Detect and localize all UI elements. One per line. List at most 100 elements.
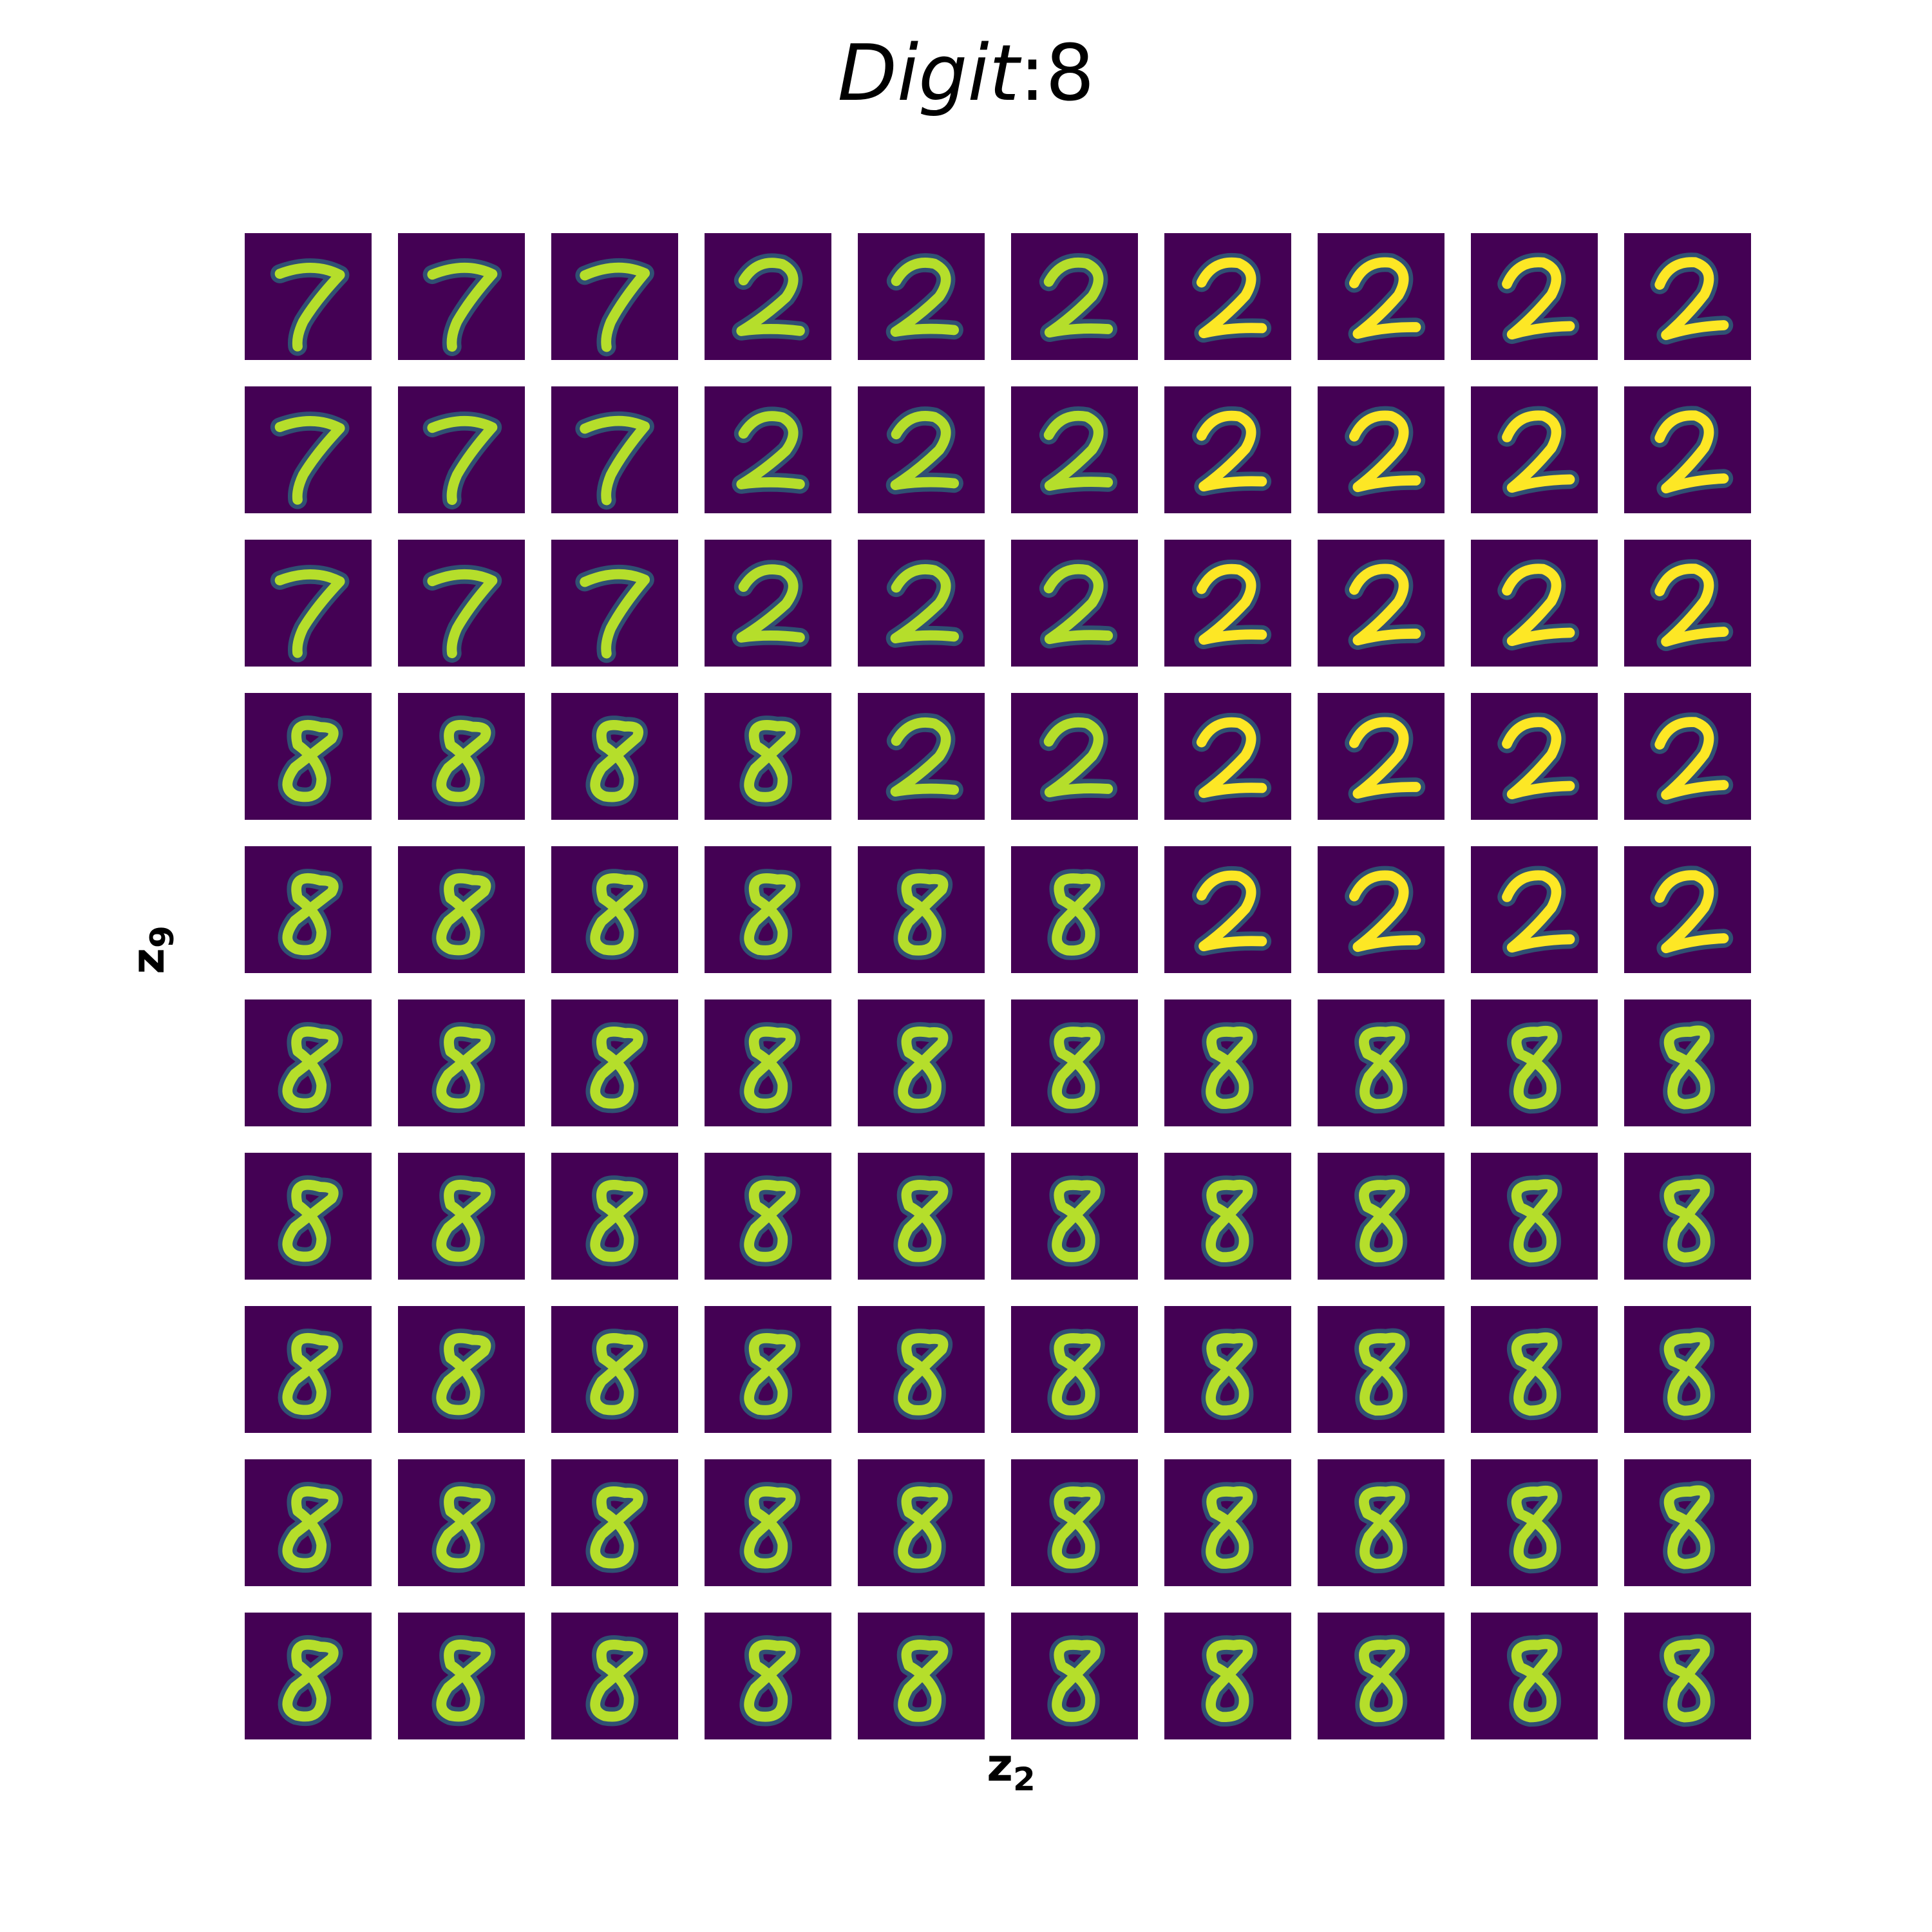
digit-image — [1507, 1327, 1562, 1421]
digit-image — [278, 1634, 343, 1727]
digit-tile — [551, 846, 678, 973]
digit-image — [1345, 866, 1426, 957]
digit-image — [585, 1175, 648, 1267]
title-separator: : — [1019, 29, 1046, 118]
digit-stroke — [1349, 870, 1421, 952]
digit-tile — [551, 233, 678, 360]
digit-stroke — [436, 1639, 491, 1722]
digit-tile — [398, 1459, 525, 1586]
digit-image — [893, 1175, 953, 1267]
digit-image — [431, 1175, 496, 1267]
digit-tile — [398, 1153, 525, 1280]
digit-tile — [551, 693, 678, 820]
digit-image — [1507, 1021, 1562, 1114]
digit-image — [1507, 1174, 1562, 1267]
digit-tile — [398, 846, 525, 973]
digit-tile — [1471, 1613, 1598, 1739]
digit-stroke — [898, 1027, 949, 1109]
digit-stroke — [1502, 564, 1575, 647]
digit-image — [278, 715, 343, 807]
digit-stroke — [1359, 1026, 1406, 1110]
title-digit: 8 — [1045, 29, 1095, 118]
digit-stroke — [436, 873, 491, 956]
digit-stroke — [890, 411, 960, 490]
digit-tile — [705, 846, 831, 973]
digit-tile — [245, 999, 372, 1126]
digit-stroke — [580, 569, 650, 659]
digit-stroke — [1654, 564, 1729, 647]
digit-stroke — [1052, 1640, 1101, 1722]
digit-stroke — [1663, 1485, 1710, 1569]
digit-image — [585, 715, 648, 807]
digit-tile — [1011, 1459, 1138, 1586]
digit-stroke — [274, 569, 345, 658]
digit-tile — [1471, 693, 1598, 820]
digit-image — [1354, 1021, 1410, 1114]
digit-tile — [1164, 999, 1291, 1126]
digit-stroke — [590, 1179, 643, 1262]
digit-image — [1345, 252, 1426, 344]
digit-image — [1047, 869, 1105, 960]
title-prefix: Digit — [837, 29, 1019, 118]
digit-image — [1201, 1175, 1258, 1267]
digit-stroke — [590, 873, 643, 956]
digit-stroke — [1654, 717, 1729, 800]
digit-tile — [245, 386, 372, 513]
digit-image — [1354, 1634, 1410, 1727]
digit-tile — [398, 1306, 525, 1433]
digit-stroke — [1052, 1027, 1101, 1109]
digit-tile — [1011, 386, 1138, 513]
digit-tile — [858, 1613, 985, 1739]
digit-stroke — [1502, 870, 1575, 953]
digit-image — [575, 411, 654, 510]
digit-stroke — [1359, 1179, 1406, 1263]
digit-stroke — [1196, 717, 1267, 799]
digit-stroke — [1663, 1179, 1710, 1263]
digit-tile — [705, 386, 831, 513]
digit-stroke — [1654, 410, 1729, 494]
digit-image — [886, 713, 963, 801]
digit-stroke — [890, 258, 960, 337]
digit-image — [278, 1175, 343, 1267]
digit-image — [1507, 1634, 1562, 1727]
digit-stroke — [1359, 1332, 1406, 1416]
digit-tile — [1471, 540, 1598, 667]
digit-stroke — [1196, 257, 1267, 339]
digit-tile — [705, 1459, 831, 1586]
digit-tile — [398, 1613, 525, 1739]
digit-image — [893, 1482, 953, 1573]
digit-image — [585, 1635, 648, 1727]
digit-image — [1201, 1329, 1258, 1420]
digit-tile — [245, 233, 372, 360]
digit-image — [893, 869, 953, 960]
digit-image — [431, 1329, 496, 1420]
digit-stroke — [1349, 257, 1421, 339]
digit-image — [732, 406, 810, 494]
digit-tile — [858, 1153, 985, 1280]
digit-tile — [1011, 999, 1138, 1126]
digit-stroke — [744, 1179, 796, 1262]
digit-tile — [858, 999, 985, 1126]
digit-image — [1507, 1481, 1562, 1574]
digit-tile — [1318, 846, 1444, 973]
digit-image — [1047, 1635, 1105, 1727]
digit-tile — [398, 540, 525, 667]
digit-stroke — [736, 411, 805, 489]
digit-image — [1047, 1022, 1105, 1113]
digit-image — [431, 869, 496, 960]
digit-image — [431, 715, 496, 807]
digit-stroke — [1511, 1638, 1558, 1723]
digit-tile — [1164, 540, 1291, 667]
digit-image — [1497, 712, 1580, 804]
y-axis-label-subscript: 9 — [144, 925, 181, 949]
digit-tile — [1318, 1459, 1444, 1586]
digit-stroke — [1206, 1026, 1253, 1109]
digit-tile — [1318, 540, 1444, 667]
digit-stroke — [436, 1026, 491, 1109]
x-axis-label-base: z — [987, 1739, 1013, 1792]
digit-image — [585, 1022, 648, 1113]
digit-tile — [1471, 846, 1598, 973]
digit-stroke — [1349, 717, 1421, 799]
digit-tile — [1471, 1459, 1598, 1586]
digit-image — [739, 1175, 800, 1267]
